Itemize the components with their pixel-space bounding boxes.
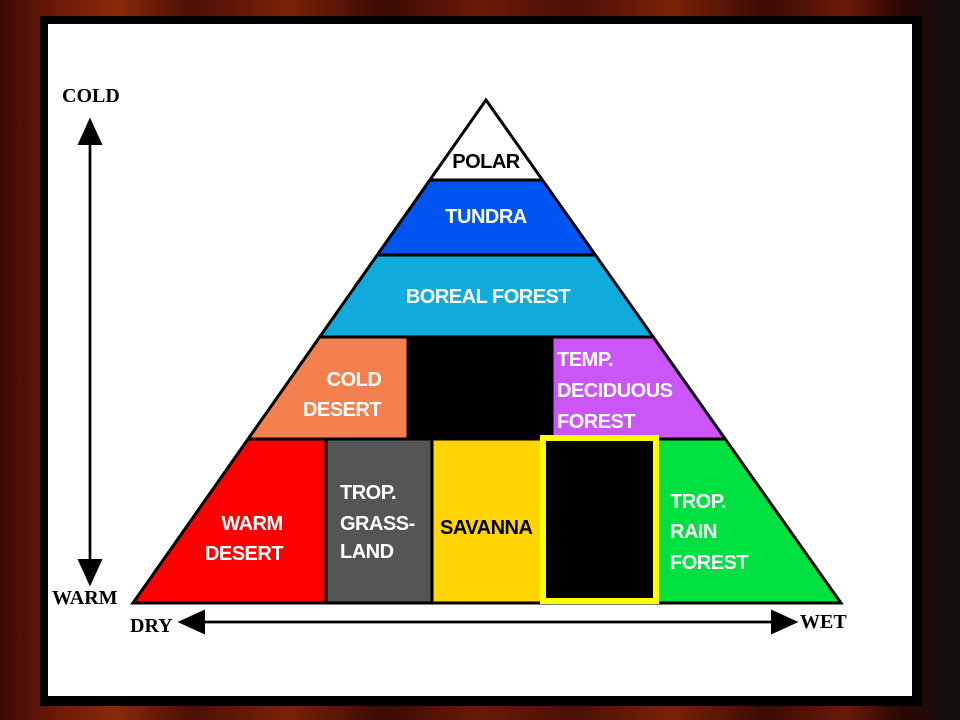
trop-grassland-label-line1: TROP. bbox=[340, 482, 396, 504]
dry-axis-label: DRY bbox=[130, 615, 173, 637]
boreal-forest-label: BOREAL FOREST bbox=[406, 286, 571, 308]
warm-desert-region bbox=[133, 439, 326, 603]
temp-deciduous-label-line3: FOREST bbox=[557, 411, 635, 433]
cold-desert-label-line2: DESERT bbox=[303, 399, 381, 421]
savanna-label: SAVANNA bbox=[440, 517, 532, 539]
warm-desert-label-line1: WARM bbox=[221, 513, 282, 535]
pyramid-outline bbox=[130, 97, 844, 605]
hidden-biome-block-upper bbox=[408, 337, 552, 439]
trop-rain-forest-label-line1: TROP. bbox=[670, 491, 726, 513]
hidden-biome-block-lower bbox=[544, 439, 656, 603]
warm-axis-label: WARM bbox=[52, 587, 118, 609]
trop-rain-forest-label-line2: RAIN bbox=[670, 521, 717, 543]
trop-grassland-label-line3: LAND bbox=[340, 541, 394, 563]
wet-axis-label: WET bbox=[800, 611, 847, 633]
highlight-box bbox=[540, 435, 659, 604]
trop-grassland-region bbox=[326, 439, 432, 603]
cold-desert-label-line1: COLD bbox=[327, 369, 382, 391]
polar-label: POLAR bbox=[452, 151, 521, 173]
temp-deciduous-label-line1: TEMP. bbox=[557, 349, 613, 371]
temp-deciduous-label-line2: DECIDUOUS bbox=[557, 380, 673, 402]
trop-rain-forest-label-line3: FOREST bbox=[670, 552, 748, 574]
tundra-label: TUNDRA bbox=[445, 206, 526, 228]
trop-grassland-label-line2: GRASS- bbox=[340, 513, 415, 535]
savanna-region bbox=[432, 439, 544, 603]
cold-axis-label: COLD bbox=[62, 85, 120, 107]
warm-desert-label-line2: DESERT bbox=[205, 543, 283, 565]
